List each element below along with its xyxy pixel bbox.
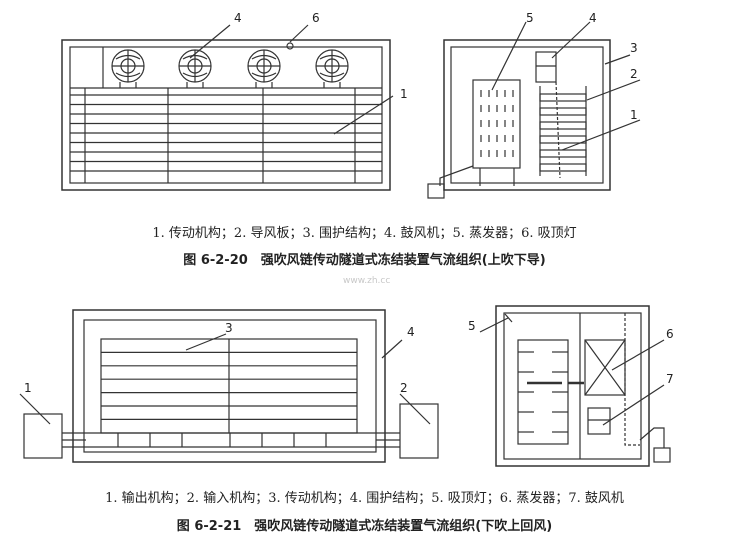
fig20-drain-pipe (439, 165, 474, 186)
fig20-leader-2r (586, 79, 641, 101)
fig20-trays (539, 86, 587, 176)
fig20-drain-box (427, 183, 445, 199)
tray (539, 163, 587, 172)
fig20-label-6: 6 (312, 11, 320, 25)
tray (539, 107, 587, 116)
fig20-blower-icon (535, 51, 557, 83)
fig21-blower-icon (587, 407, 611, 435)
fig21-outer-enclosure (72, 309, 386, 463)
fig21-output-box (23, 413, 63, 459)
fig20-leader-1r (561, 119, 641, 151)
fig20-leader-3r (604, 54, 631, 65)
fig21-leader-6 (611, 339, 665, 371)
fig20-label-1: 1 (400, 87, 408, 101)
tray (539, 135, 587, 144)
fig20-leader-6 (289, 24, 309, 43)
fig21-leader-5 (479, 317, 509, 333)
fig21-leader-1 (19, 393, 51, 425)
fig20-title: 图 6-2-20 强吹风链传动隧道式冻结装置气流组织(上吹下导) (183, 253, 546, 268)
fan-blade (319, 54, 345, 60)
fig20-leader-4 (189, 24, 231, 59)
tray (539, 149, 587, 158)
fig20r-label-2: 2 (630, 67, 638, 81)
tray (539, 93, 587, 102)
fig21-evaporator (584, 339, 626, 396)
fig21-side-inner (503, 312, 642, 460)
fig21-drain-pipe (639, 427, 665, 448)
fig21-inner-enclosure (83, 319, 377, 453)
fig21-ceiling-lamp-icon (504, 313, 513, 323)
fig21-conveyor-cells (117, 433, 327, 447)
fig21-leader-7 (602, 384, 665, 426)
fig20r-label-5: 5 (526, 11, 534, 25)
fan-blade (251, 54, 277, 60)
fig21r-label-6: 6 (666, 327, 674, 341)
fig21r-label-5: 5 (468, 319, 476, 333)
fig21-drain-box (653, 447, 671, 463)
fig20-side-outer (443, 39, 611, 191)
fig21-label-2: 2 (400, 381, 408, 395)
fig21r-label-7: 7 (666, 372, 674, 386)
fig20-inner-enclosure (69, 46, 383, 184)
fan-blade (182, 72, 208, 78)
fig21-label-3: 3 (225, 321, 233, 335)
fig20-left-diagram (61, 24, 394, 191)
fig20-fans (111, 49, 349, 88)
fig21-side-outer (495, 305, 650, 467)
watermark: www.zh.cc (343, 276, 391, 286)
fig21-leader-3 (185, 333, 227, 351)
fan-blade (182, 54, 208, 60)
fig20-side-inner (450, 46, 604, 184)
fig21-label-1: 1 (24, 381, 32, 395)
fig20-leader-4r (551, 21, 591, 59)
fig21-leader-4 (381, 339, 403, 359)
fan-blade (319, 72, 345, 78)
fan-blade (115, 54, 141, 60)
fig21-label-4: 4 (407, 325, 415, 339)
fig20-outer-enclosure (61, 39, 391, 191)
fig21-rack-lines (518, 351, 568, 433)
fan-blade (115, 72, 141, 78)
fig20-leader-1 (333, 95, 394, 135)
fig21-leader-2 (399, 393, 431, 425)
fan-blade (251, 72, 277, 78)
fig20r-label-3: 3 (630, 41, 638, 55)
fig20r-label-1: 1 (630, 108, 638, 122)
tray (539, 121, 587, 130)
fig20r-label-4: 4 (589, 11, 597, 25)
fig21-title: 图 6-2-21 强吹风链传动隧道式冻结装置气流组织(下吹上回风) (176, 519, 553, 534)
fig20-ceiling-lamp-icon (286, 42, 294, 50)
fig21-right-diagram (479, 305, 671, 467)
fig21-duct (624, 313, 640, 446)
fig20-air-guide (555, 81, 561, 179)
fig20-leader-5 (491, 21, 527, 91)
fig21-left-diagram (19, 309, 439, 463)
fig20-label-4: 4 (234, 11, 242, 25)
fig21-input-box (399, 403, 439, 459)
fig20-right-diagram (427, 21, 641, 199)
fig21-legend: 1. 输出机构；2. 输入机构；3. 传动机构；4. 围护结构；5. 吸顶灯；6… (105, 491, 624, 506)
fig20-legend: 1. 传动机构；2. 导风板；3. 围护结构；4. 鼓风机；5. 蒸发器；6. … (152, 226, 577, 241)
fig20-evaporator-fins (480, 90, 514, 157)
fig20-belt-slats (70, 88, 382, 183)
